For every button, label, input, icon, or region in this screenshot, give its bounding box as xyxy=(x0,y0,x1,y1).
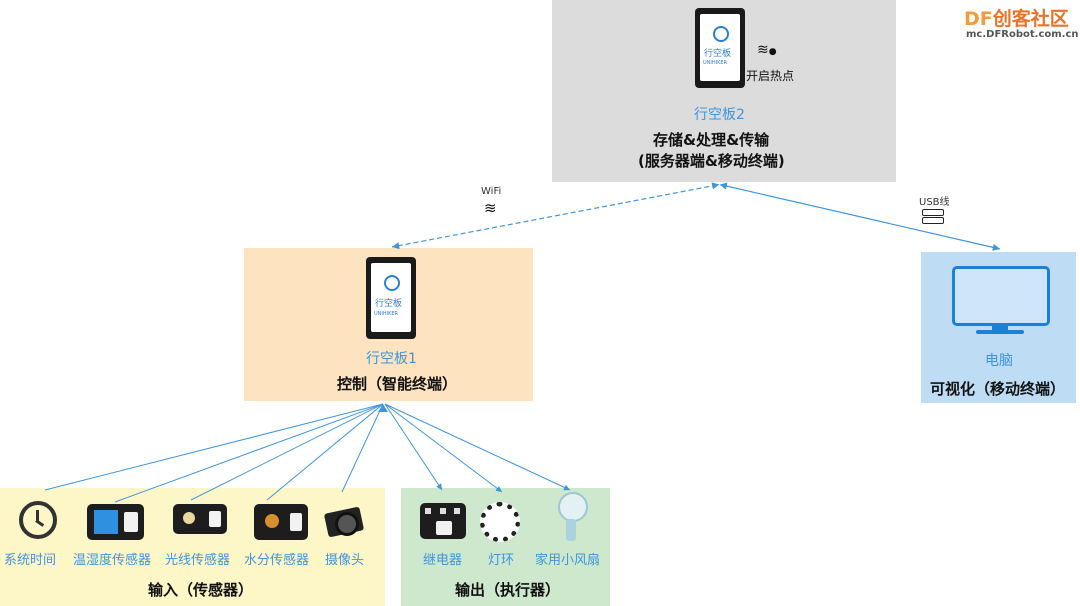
output-label-fan: 家用小风扇 xyxy=(535,553,601,568)
pc-title: 可视化（移动终端） xyxy=(930,380,1066,398)
logo-url: mc.DFRobot.com.cn xyxy=(966,29,1079,40)
input-label-moisture: 水分传感器 xyxy=(244,553,310,568)
relay-icon xyxy=(420,503,466,539)
input-label-light: 光线传感器 xyxy=(165,553,231,568)
unihiker-board-icon: 行空板 UNIHIKER xyxy=(366,257,416,339)
wifi-link-line xyxy=(391,182,720,250)
input-title: 输入（传感器） xyxy=(148,581,254,599)
output-label-led-ring: 灯环 xyxy=(488,553,515,568)
unihiker-board-icon: 行空板 UNIHIKER xyxy=(695,8,745,88)
hotspot-label: 开启热点 xyxy=(746,69,795,83)
server-title-line2: (服务器端&移动终端) xyxy=(638,152,785,170)
moisture-sensor-icon xyxy=(254,504,308,540)
logo-df: DF xyxy=(964,8,993,30)
input-label-camera: 摄像头 xyxy=(325,553,365,568)
logo-cn: 创客社区 xyxy=(992,8,1069,30)
dfrobot-logo: DF创客社区 xyxy=(964,4,1069,31)
output-link-lines xyxy=(384,403,571,493)
input-label-clock: 系统时间 xyxy=(4,553,57,568)
led-ring-icon xyxy=(480,502,520,542)
clock-icon xyxy=(19,501,57,539)
monitor-icon xyxy=(952,266,1050,336)
wifi-link-label: WiFi xyxy=(481,186,502,197)
output-label-relay: 继电器 xyxy=(423,553,463,568)
usb-link-line xyxy=(719,182,1001,251)
usb-link-label: USB线 xyxy=(919,197,950,208)
output-title: 输出（执行器） xyxy=(455,581,561,599)
client-device-name: 行空板1 xyxy=(366,351,417,367)
pc-device-name: 电脑 xyxy=(985,353,1013,369)
board-text: 行空板 xyxy=(704,49,732,59)
input-label-temp-humidity: 温湿度传感器 xyxy=(73,553,152,568)
board-sub: UNIHIKER xyxy=(703,60,728,66)
server-title-line1: 存储&处理&传输 xyxy=(653,131,770,149)
temp-humidity-sensor-icon xyxy=(87,504,144,540)
camera-icon xyxy=(322,502,368,538)
usb-cable-icon xyxy=(922,207,944,224)
light-sensor-icon xyxy=(173,504,227,534)
wifi-hotspot-icon: ≋● xyxy=(757,42,777,58)
client-title: 控制（智能终端） xyxy=(337,375,458,393)
board-text: 行空板 xyxy=(375,299,403,309)
server-device-name: 行空板2 xyxy=(694,107,745,123)
board-sub: UNIHIKER xyxy=(374,311,399,317)
input-link-lines xyxy=(44,403,384,503)
wifi-icon: ≋ xyxy=(484,199,497,217)
fan-icon xyxy=(554,492,588,546)
